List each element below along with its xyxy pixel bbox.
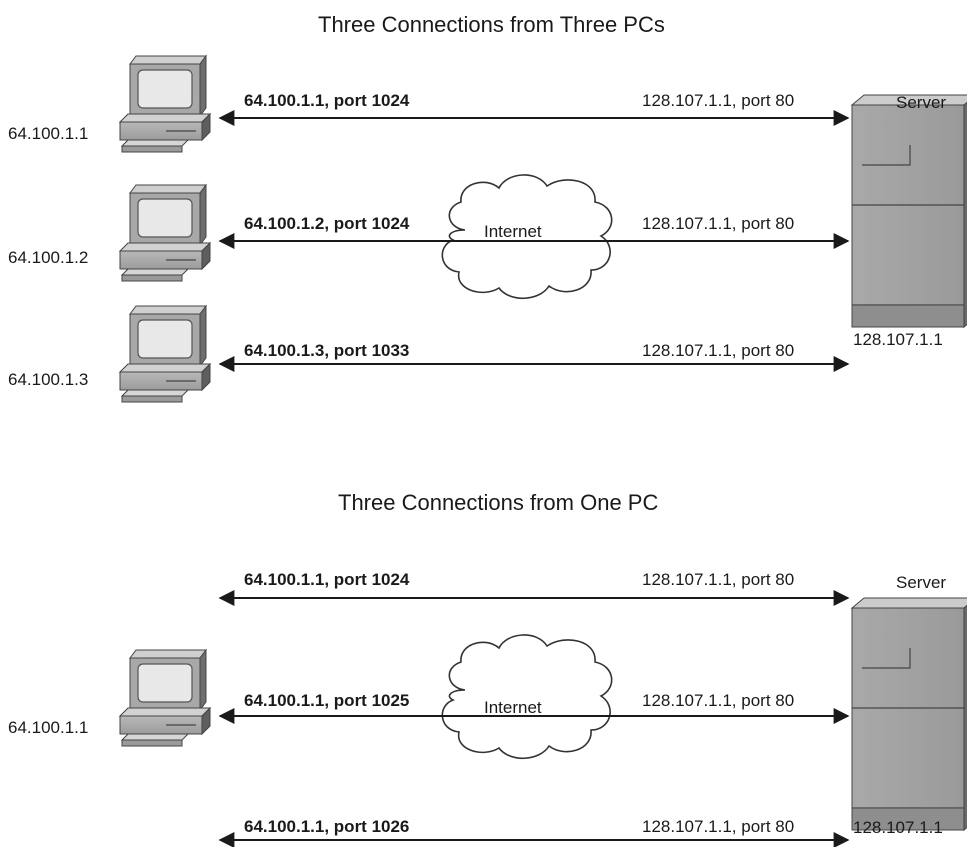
pc-icon <box>119 184 211 282</box>
client-socket-label: 64.100.1.1, port 1024 <box>244 570 410 589</box>
client-socket-label: 64.100.1.3, port 1033 <box>244 341 410 360</box>
client-socket-label: 64.100.1.2, port 1024 <box>244 214 410 233</box>
client-socket-label: 64.100.1.1, port 1026 <box>244 817 410 836</box>
client-socket-label: 64.100.1.1, port 1024 <box>244 91 410 110</box>
server-socket-label: 128.107.1.1, port 80 <box>642 341 795 360</box>
server-icon <box>851 597 967 831</box>
server-ip-label: 128.107.1.1 <box>853 330 943 349</box>
section-title: Three Connections from One PC <box>338 490 659 515</box>
server-socket-label: 128.107.1.1, port 80 <box>642 570 795 589</box>
server-ip-label: 128.107.1.1 <box>853 818 943 837</box>
server-icon <box>851 94 967 328</box>
pc-ip-label: 64.100.1.1 <box>8 124 89 143</box>
pc-ip-label: 64.100.1.3 <box>8 370 89 389</box>
server-socket-label: 128.107.1.1, port 80 <box>642 91 795 110</box>
section-title: Three Connections from Three PCs <box>318 12 665 37</box>
pc-ip-label: 64.100.1.1 <box>8 718 89 737</box>
server-label: Server <box>896 573 947 592</box>
server-socket-label: 128.107.1.1, port 80 <box>642 817 795 836</box>
server-label: Server <box>896 93 947 112</box>
pc-icon <box>119 55 211 153</box>
pc-icon <box>119 305 211 403</box>
internet-cloud-icon <box>441 634 613 760</box>
server-socket-label: 128.107.1.1, port 80 <box>642 691 795 710</box>
client-socket-label: 64.100.1.1, port 1025 <box>244 691 410 710</box>
internet-label: Internet <box>484 698 542 717</box>
pc-ip-label: 64.100.1.2 <box>8 248 89 267</box>
internet-label: Internet <box>484 222 542 241</box>
pc-icon <box>119 649 211 747</box>
server-socket-label: 128.107.1.1, port 80 <box>642 214 795 233</box>
